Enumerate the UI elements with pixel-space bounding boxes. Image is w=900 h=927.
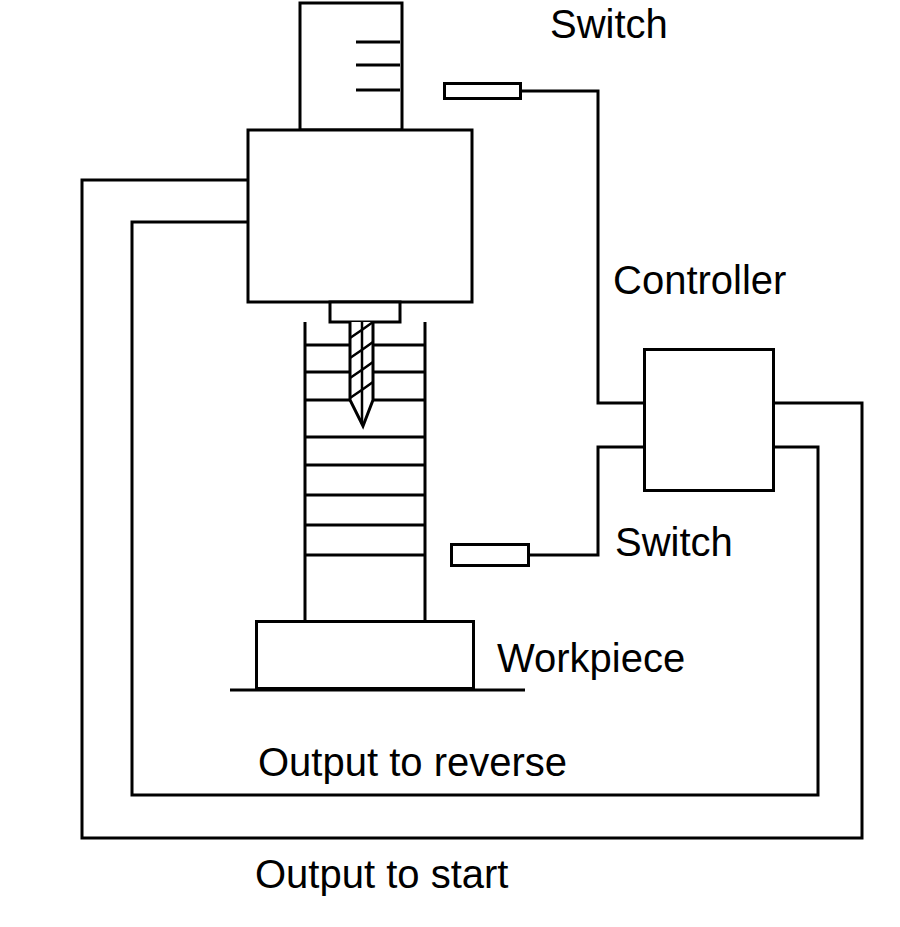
limit-switch: Switch (450, 543, 530, 567)
start-output-wire (82, 180, 862, 838)
reverse-output-wire (132, 222, 818, 795)
part-label: Controller (613, 258, 786, 302)
part-label: Workpiece (497, 636, 685, 680)
part-label: Switch (550, 2, 668, 46)
controller-box: Controller (643, 348, 775, 492)
signal-label: Output to start (255, 852, 508, 896)
chuck (330, 302, 400, 322)
drill-bit (350, 322, 373, 426)
motor-housing (300, 3, 402, 130)
column-edge (424, 322, 427, 620)
drill-flutes (350, 322, 373, 424)
part-label: Switch (615, 520, 733, 564)
limit-switch: Switch (443, 82, 522, 100)
vent-line (356, 41, 400, 44)
signal-wire (522, 91, 643, 403)
signal-label: Output to reverse (258, 740, 567, 784)
vent-line (356, 89, 400, 92)
workpiece-block: Workpiece (255, 620, 475, 690)
drill-head (248, 130, 472, 302)
column-edge (304, 322, 307, 620)
vent-line (356, 64, 400, 67)
